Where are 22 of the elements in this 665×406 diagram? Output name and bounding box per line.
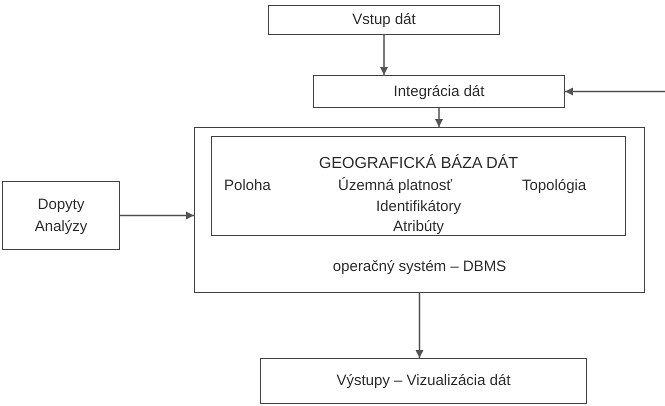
box-label: Výstupy – Vizualizácia dát [336,372,510,390]
box-label: Vstup dát [352,11,416,29]
box-heading: GEOGRAFICKÁ BÁZA DÁT [318,155,518,173]
system-box [194,127,645,293]
box-label: Územná platnosť [338,177,452,195]
arrow [565,88,665,96]
box-label: Identifikátory [376,198,462,216]
arrow [120,212,194,220]
arrow [380,35,388,75]
query-box [2,181,120,250]
box-label: Atribúty [393,218,444,236]
arrow [416,293,424,358]
box-label: Poloha [224,177,271,195]
database-box [211,136,626,236]
box-label: Integrácia dát [394,82,484,100]
process-box [313,75,565,108]
input-box [268,5,500,35]
box-label: operačný systém – DBMS [332,258,506,276]
arrow [435,108,443,127]
box-label: Topológia [522,177,586,195]
output-box [260,358,587,404]
box-label: Dopyty Analýzy [34,194,88,236]
